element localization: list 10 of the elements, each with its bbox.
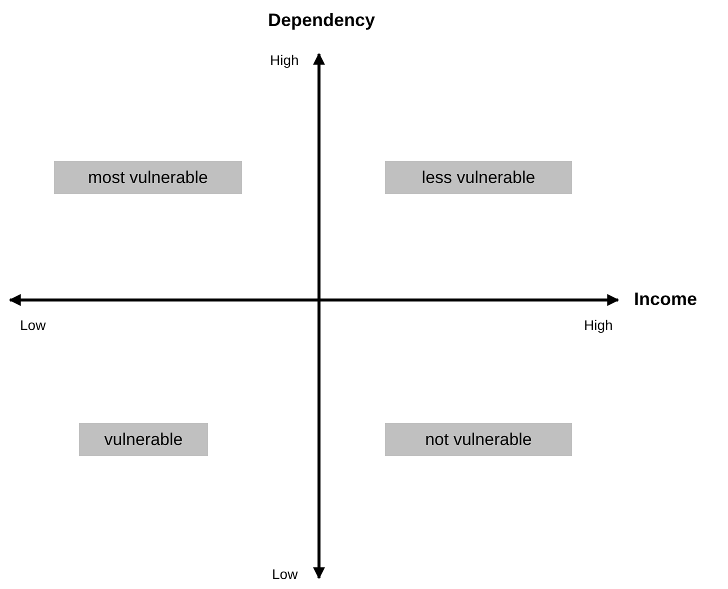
quadrant-label: most vulnerable: [54, 161, 242, 194]
quadrant-label: less vulnerable: [385, 161, 572, 194]
axis-title: Dependency: [268, 10, 376, 31]
axis-title: Income: [634, 289, 698, 310]
tick-label: Low: [272, 566, 298, 582]
quadrant-label: not vulnerable: [385, 423, 572, 456]
tick-label: High: [270, 52, 299, 68]
tick-label: Low: [20, 317, 46, 333]
quadrant-label: vulnerable: [79, 423, 208, 456]
tick-label: High: [584, 317, 613, 333]
